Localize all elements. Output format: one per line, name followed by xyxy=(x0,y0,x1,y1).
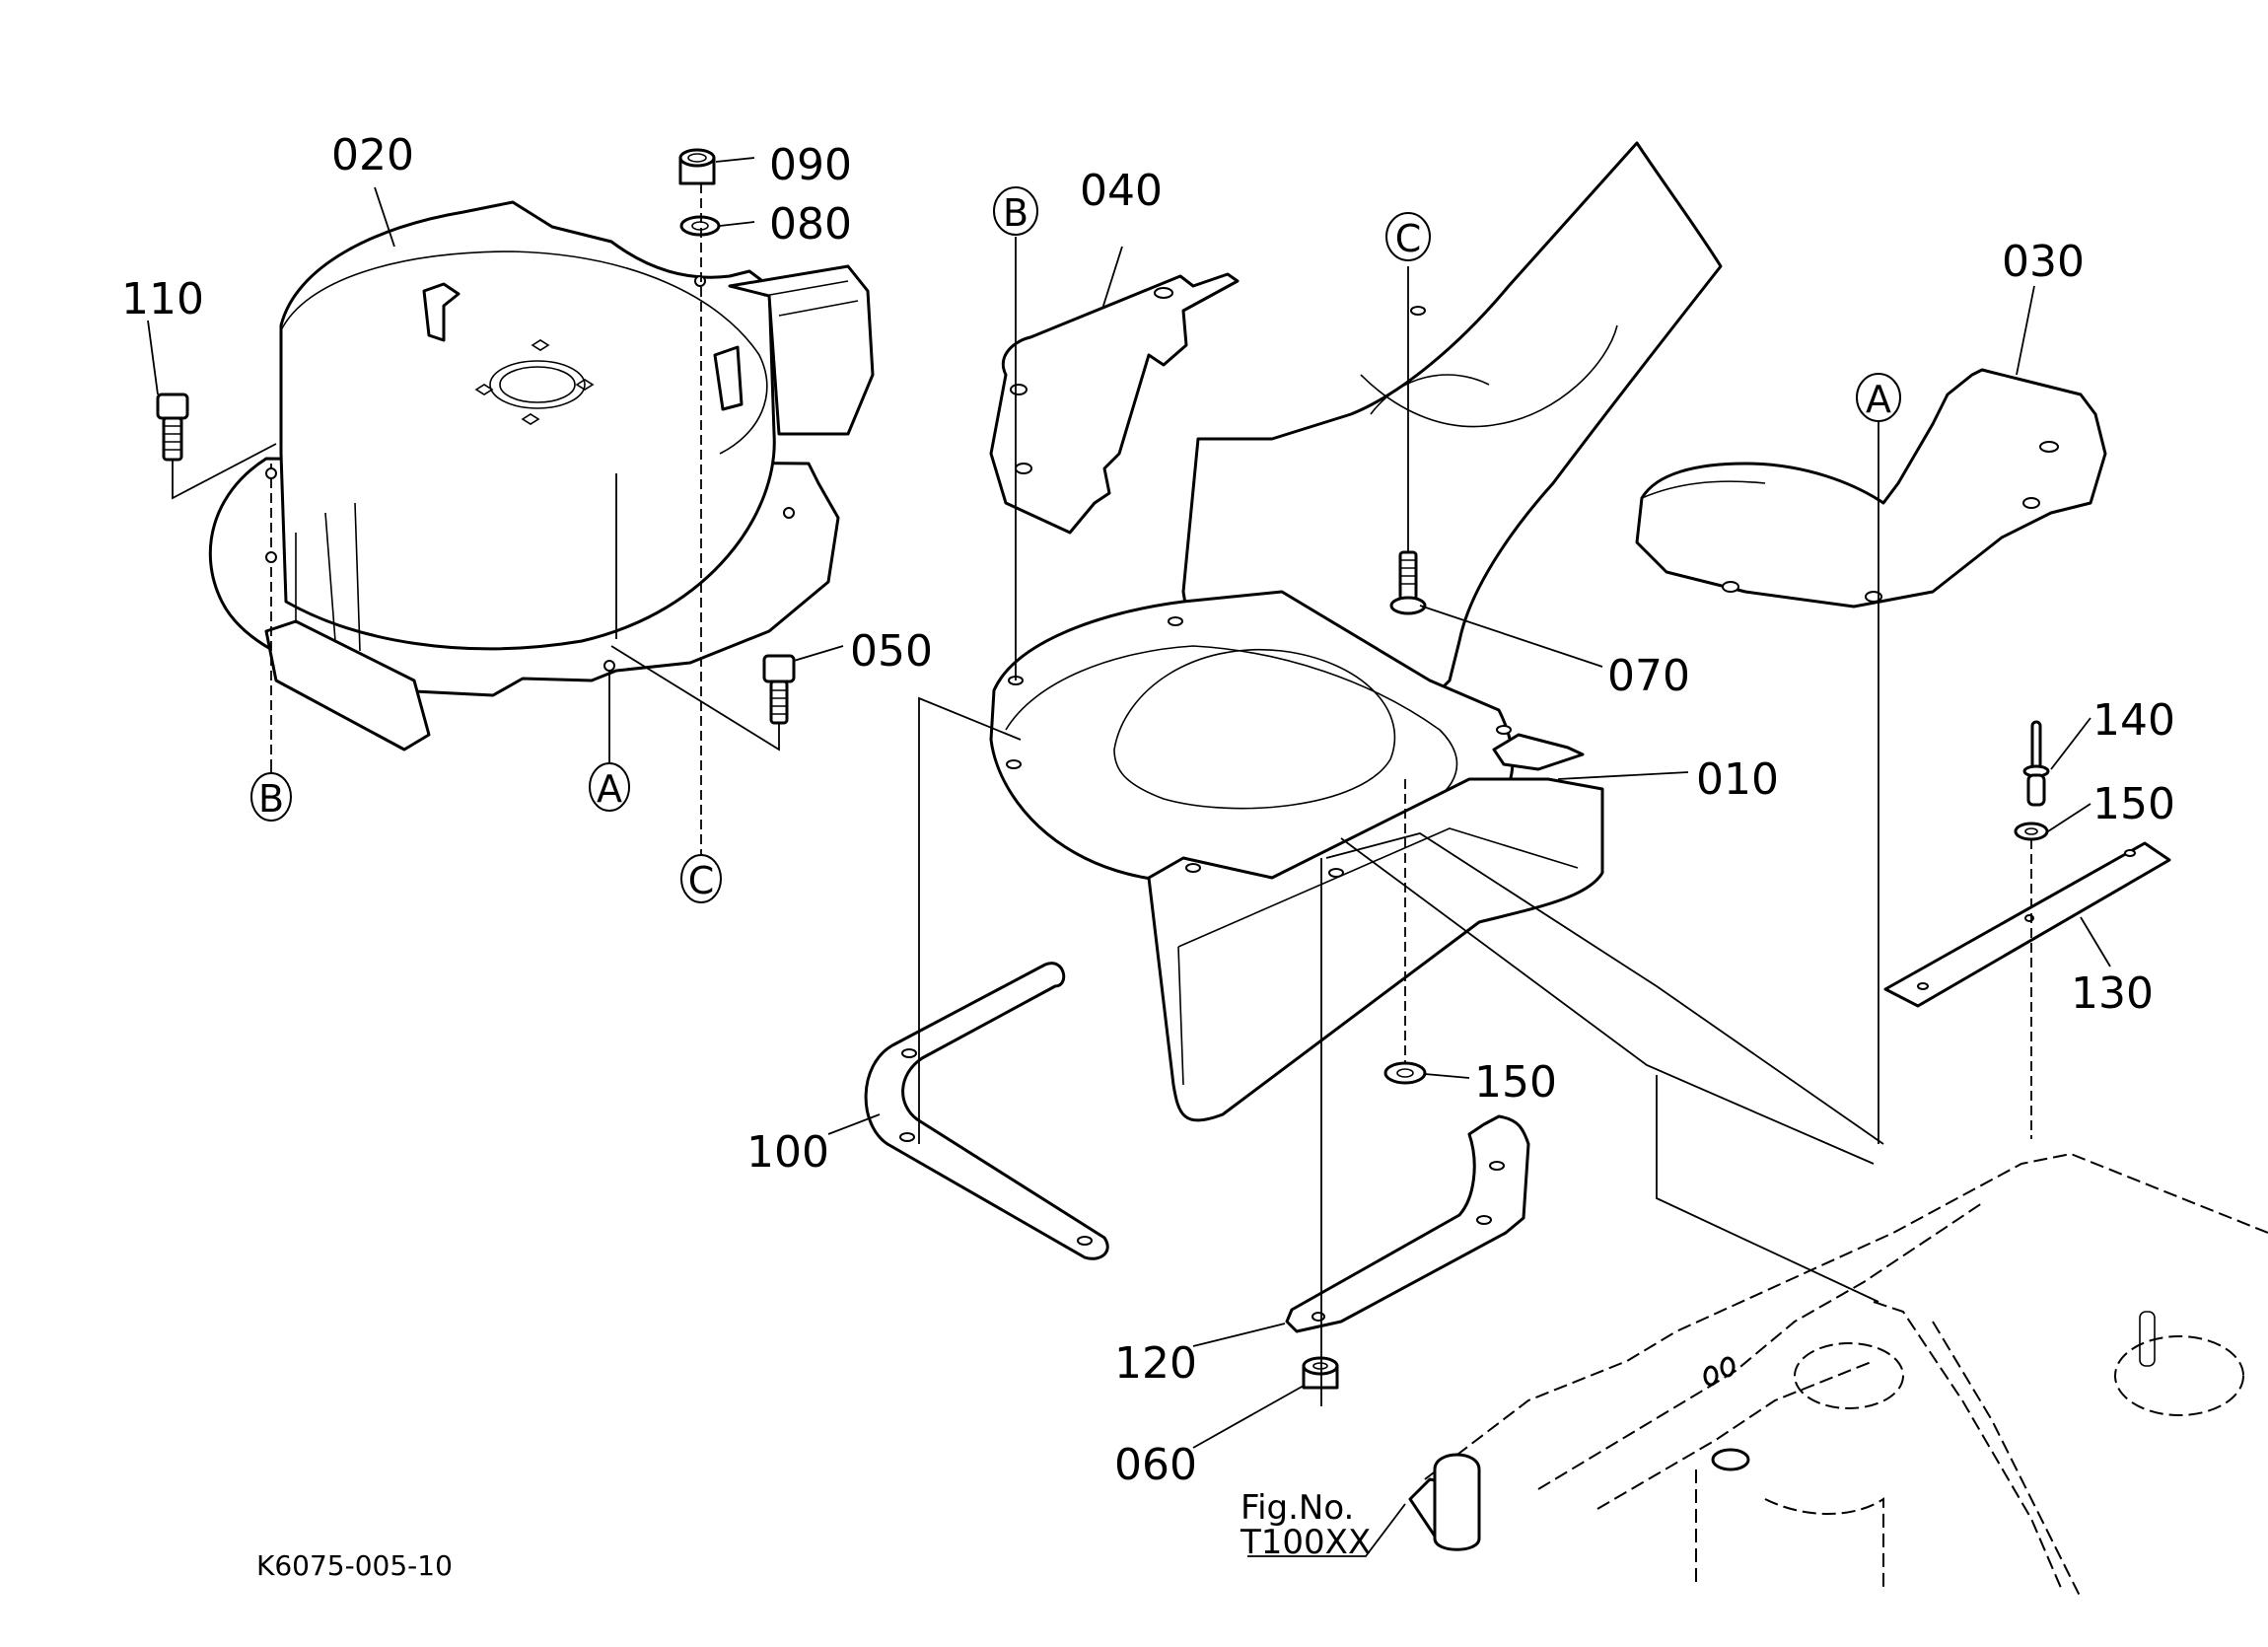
part-080-washer[interactable] xyxy=(679,215,721,237)
svg-text:A: A xyxy=(1866,378,1891,421)
part-020-blower-housing[interactable] xyxy=(208,200,875,769)
part-150-washer-center[interactable] xyxy=(1383,1061,1427,1085)
part-060-nut[interactable] xyxy=(1302,1356,1339,1390)
svg-text:C: C xyxy=(688,859,715,902)
part-150-washer-right[interactable] xyxy=(2014,822,2049,841)
ref-marker-c-right: C xyxy=(1385,212,1431,261)
drawing-code: K6075-005-10 xyxy=(256,1549,453,1582)
svg-text:C: C xyxy=(1395,217,1422,260)
assembly-lines xyxy=(615,237,1884,1303)
svg-text:B: B xyxy=(1003,191,1028,235)
label-040: 040 xyxy=(1080,166,1163,216)
part-120-bracket[interactable] xyxy=(1285,1114,1530,1333)
label-070: 070 xyxy=(1607,651,1690,701)
part-090-nut[interactable] xyxy=(678,148,716,185)
part-050-bolt[interactable] xyxy=(610,645,796,752)
leader-lines xyxy=(147,157,2111,1557)
part-040-cover-plate[interactable] xyxy=(989,272,1240,535)
label-100: 100 xyxy=(746,1127,829,1178)
svg-text:A: A xyxy=(597,767,622,811)
part-130-strip[interactable] xyxy=(1883,841,2171,1008)
label-150-center: 150 xyxy=(1474,1057,1557,1108)
part-070-bolt[interactable] xyxy=(1389,550,1427,615)
label-020: 020 xyxy=(331,130,414,180)
label-110: 110 xyxy=(121,274,204,324)
svg-text:B: B xyxy=(258,777,284,821)
label-010: 010 xyxy=(1696,754,1779,805)
part-110-bolt[interactable] xyxy=(156,393,277,500)
label-090: 090 xyxy=(769,140,852,190)
figure-ref-line1: Fig.No. xyxy=(1240,1488,1354,1528)
ref-marker-c-left: C xyxy=(680,854,722,903)
part-030-cover-plate[interactable] xyxy=(1635,368,2107,609)
ref-marker-b-left: B xyxy=(250,769,292,822)
ref-marker-a-left: A xyxy=(589,671,630,812)
label-030: 030 xyxy=(2002,237,2085,287)
label-140: 140 xyxy=(2092,695,2175,746)
part-010-chute[interactable] xyxy=(989,141,1723,1122)
label-060: 060 xyxy=(1114,1440,1197,1490)
part-140-rivet[interactable] xyxy=(2022,720,2050,807)
label-150-right: 150 xyxy=(2092,779,2175,829)
label-120: 120 xyxy=(1114,1338,1197,1389)
mounting-frame-reference xyxy=(1408,1152,2268,1599)
ref-marker-a-right: A xyxy=(1856,373,1901,422)
label-050: 050 xyxy=(850,626,933,677)
label-080: 080 xyxy=(769,199,852,250)
part-100-bracket[interactable] xyxy=(864,962,1109,1260)
label-130: 130 xyxy=(2071,968,2154,1019)
figure-ref-line2: T100XX xyxy=(1240,1523,1371,1562)
ref-marker-b-right: B xyxy=(993,186,1038,236)
